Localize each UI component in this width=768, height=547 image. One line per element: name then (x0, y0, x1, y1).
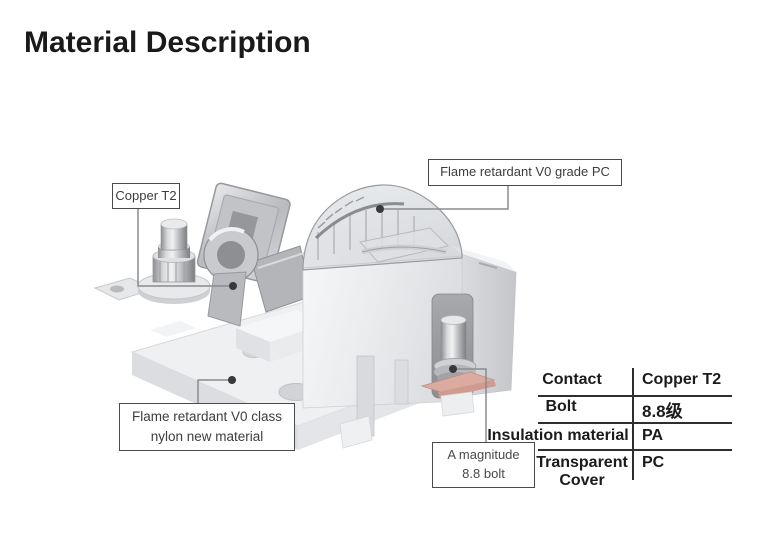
leader-copper (137, 208, 229, 287)
callout-pc-cover-label: Flame retardant V0 grade PC (440, 164, 610, 180)
callout-nylon-line1: Flame retardant V0 class (131, 409, 283, 425)
leader-bolt (457, 368, 487, 442)
callout-nylon-line2: nylon new material (150, 429, 264, 444)
callout-bolt-line2: 8.8 bolt (462, 466, 505, 481)
leader-dots (228, 205, 457, 384)
callout-bolt: A magnitude 8.8 bolt (432, 442, 535, 488)
leader-pc (384, 186, 509, 210)
page-title: Material Description (24, 26, 311, 59)
table-label-bolt: Bolt (545, 398, 577, 415)
callout-bolt-line1: A magnitude (447, 447, 520, 463)
terminal-bolt (420, 293, 496, 417)
table-column-divider (632, 368, 634, 480)
table-row-divider (538, 422, 732, 424)
table-value-cover: PC (642, 454, 665, 471)
leader-lines (137, 186, 509, 442)
table-value-insulation: PA (642, 427, 664, 444)
table-row-divider (538, 395, 732, 397)
material-spec-table: Contact Copper T2 Bolt 8.8级 Insulation m… (486, 366, 738, 498)
table-value-contact: Copper T2 (642, 371, 722, 388)
leader-nylon (197, 379, 228, 404)
table-value-bolt: 8.8级 (642, 402, 683, 421)
table-label-contact: Contact (542, 371, 602, 388)
callout-copper-t2: Copper T2 (112, 183, 180, 209)
table-row-divider (538, 449, 732, 451)
callout-nylon-base: Flame retardant V0 class nylon new mater… (119, 403, 295, 451)
copper-terminal-stud (93, 218, 211, 304)
callout-copper-t2-label: Copper T2 (115, 187, 177, 203)
callout-pc-cover: Flame retardant V0 grade PC (428, 159, 622, 186)
transparent-cover (302, 184, 463, 271)
table-label-insulation: Insulation material (487, 427, 629, 444)
table-label-cover: Transparent Cover (536, 454, 628, 489)
